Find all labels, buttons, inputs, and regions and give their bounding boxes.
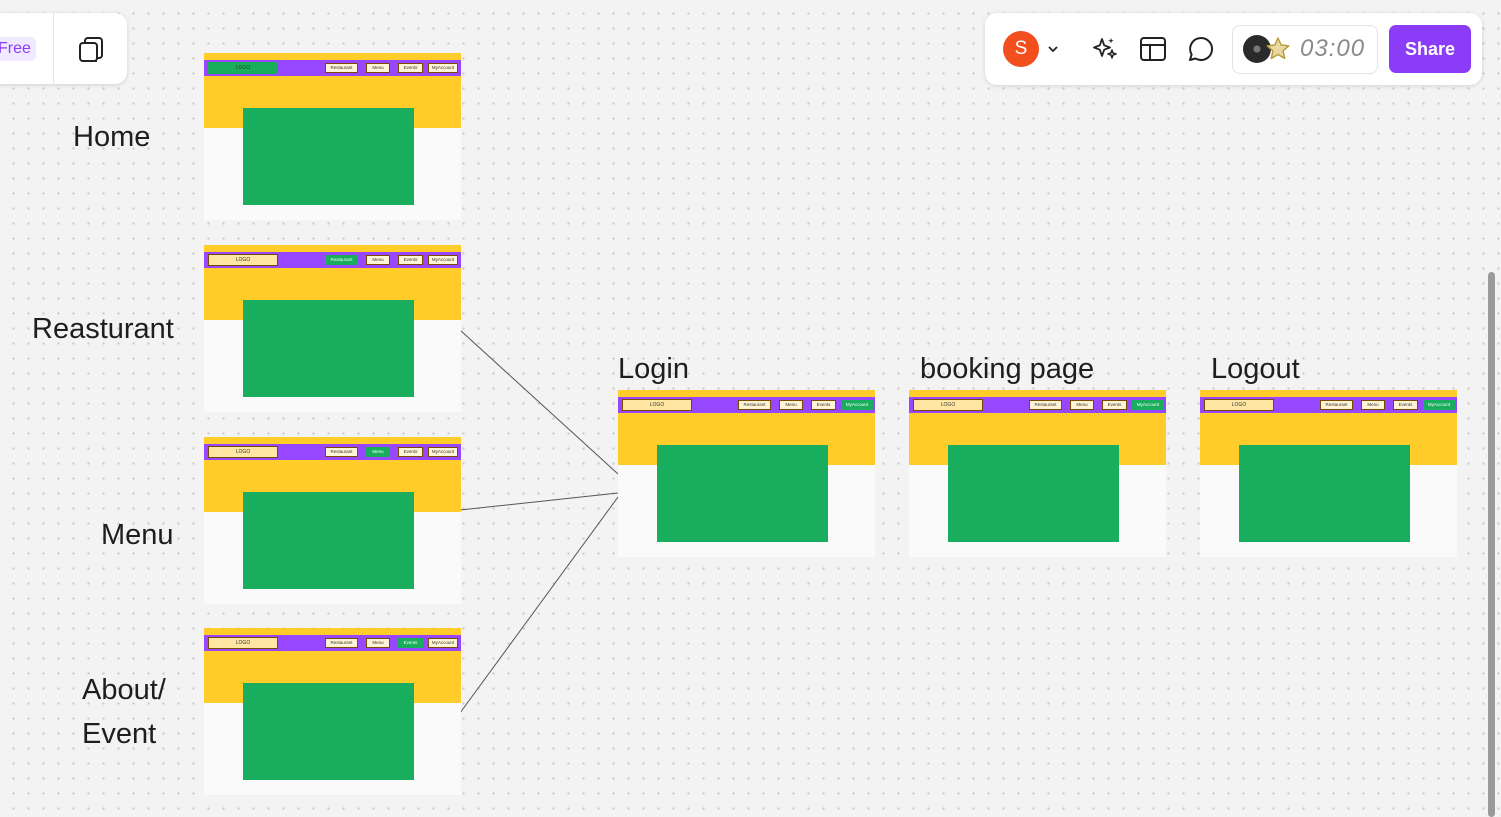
- logo[interactable]: LOGO: [1204, 399, 1274, 411]
- nav-item-myaccount[interactable]: MyAccount: [428, 255, 458, 265]
- nav-item-events[interactable]: Events: [398, 255, 423, 265]
- nav-item-restaurant[interactable]: Restaurant: [738, 400, 771, 410]
- nav-item-menu[interactable]: Menu: [1070, 400, 1094, 410]
- logo[interactable]: LOGO: [208, 446, 278, 458]
- nav-item-myaccount[interactable]: MyAccount: [428, 447, 458, 457]
- nav-item-restaurant[interactable]: Restaurant: [325, 447, 358, 457]
- frame-label-about-line1: About/: [82, 674, 166, 706]
- frame-home[interactable]: LOGO Restaurant Menu Events MyAccount: [204, 53, 461, 220]
- nav-bar: LOGO Restaurant Menu Events MyAccount: [204, 252, 461, 268]
- timer-value: 03:00: [1300, 35, 1366, 62]
- nav-item-menu[interactable]: Menu: [366, 255, 390, 265]
- chevron-down-icon[interactable]: [1045, 41, 1061, 57]
- nav-bar: LOGO Restaurant Menu Events MyAccount: [618, 397, 875, 413]
- star-icon: [1266, 37, 1290, 60]
- frame-label-login: Login: [618, 353, 689, 385]
- frame-label-logout: Logout: [1211, 353, 1300, 385]
- connector-menu-login[interactable]: [459, 492, 619, 511]
- nav-item-restaurant[interactable]: Restaurant: [1029, 400, 1062, 410]
- plan-badge[interactable]: Free: [0, 37, 36, 61]
- frame-label-about-line2: Event: [82, 718, 157, 750]
- nav-item-restaurant[interactable]: Restaurant: [325, 63, 358, 73]
- share-button[interactable]: Share: [1389, 25, 1471, 73]
- content-block: [243, 108, 414, 205]
- toolbar-divider: [53, 13, 54, 84]
- nav-item-events[interactable]: Events: [398, 638, 423, 648]
- content-block: [243, 300, 414, 397]
- layout-icon[interactable]: [1138, 34, 1168, 64]
- content-block: [948, 445, 1119, 542]
- nav-bar: LOGO Restaurant Menu Events MyAccount: [909, 397, 1166, 413]
- frame-login[interactable]: LOGO Restaurant Menu Events MyAccount: [618, 390, 875, 557]
- pages-icon[interactable]: [76, 34, 106, 64]
- comment-icon[interactable]: [1186, 34, 1216, 64]
- nav-item-restaurant[interactable]: Restaurant: [325, 255, 358, 265]
- frame-restaurant[interactable]: LOGO Restaurant Menu Events MyAccount: [204, 245, 461, 412]
- nav-bar: LOGO Restaurant Menu Events MyAccount: [1200, 397, 1457, 413]
- frame-label-booking: booking page: [920, 353, 1095, 385]
- nav-item-restaurant[interactable]: Restaurant: [325, 638, 358, 648]
- frame-booking[interactable]: LOGO Restaurant Menu Events MyAccount: [909, 390, 1166, 557]
- frame-label-restaurant: Reasturant: [32, 313, 174, 345]
- logo[interactable]: LOGO: [208, 254, 278, 266]
- logo[interactable]: LOGO: [208, 62, 278, 74]
- sparkles-icon[interactable]: [1090, 34, 1120, 64]
- nav-item-myaccount[interactable]: MyAccount: [428, 638, 458, 648]
- nav-item-myaccount[interactable]: MyAccount: [428, 63, 458, 73]
- nav-item-myaccount[interactable]: MyAccount: [1423, 400, 1455, 410]
- nav-bar: LOGO Restaurant Menu Events MyAccount: [204, 444, 461, 460]
- nav-item-menu[interactable]: Menu: [366, 447, 390, 457]
- frame-about[interactable]: LOGO Restaurant Menu Events MyAccount: [204, 628, 461, 795]
- nav-bar: LOGO Restaurant Menu Events MyAccount: [204, 635, 461, 651]
- frame-menu[interactable]: LOGO Restaurant Menu Events MyAccount: [204, 437, 461, 604]
- connector-restaurant-login[interactable]: [459, 329, 619, 475]
- vertical-scrollbar[interactable]: [1488, 272, 1495, 817]
- frame-label-home: Home: [73, 121, 151, 153]
- nav-item-menu[interactable]: Menu: [1361, 400, 1385, 410]
- logo[interactable]: LOGO: [622, 399, 692, 411]
- logo[interactable]: LOGO: [913, 399, 983, 411]
- nav-bar: LOGO Restaurant Menu Events MyAccount: [204, 60, 461, 76]
- logo[interactable]: LOGO: [208, 637, 278, 649]
- nav-item-events[interactable]: Events: [398, 447, 423, 457]
- music-disc-icon[interactable]: [1243, 35, 1271, 63]
- avatar[interactable]: S: [1003, 31, 1039, 67]
- nav-item-events[interactable]: Events: [811, 400, 836, 410]
- frame-logout[interactable]: LOGO Restaurant Menu Events MyAccount: [1200, 390, 1457, 557]
- nav-item-menu[interactable]: Menu: [779, 400, 803, 410]
- nav-item-events[interactable]: Events: [1393, 400, 1418, 410]
- nav-item-menu[interactable]: Menu: [366, 638, 390, 648]
- content-block: [657, 445, 828, 542]
- nav-item-myaccount[interactable]: MyAccount: [1132, 400, 1164, 410]
- connector-about-login[interactable]: [459, 496, 619, 714]
- nav-item-myaccount[interactable]: MyAccount: [841, 400, 873, 410]
- nav-item-restaurant[interactable]: Restaurant: [1320, 400, 1353, 410]
- nav-item-events[interactable]: Events: [398, 63, 423, 73]
- content-block: [1239, 445, 1410, 542]
- content-block: [243, 492, 414, 589]
- frame-label-menu: Menu: [101, 519, 174, 551]
- content-block: [243, 683, 414, 780]
- nav-item-events[interactable]: Events: [1102, 400, 1127, 410]
- nav-item-menu[interactable]: Menu: [366, 63, 390, 73]
